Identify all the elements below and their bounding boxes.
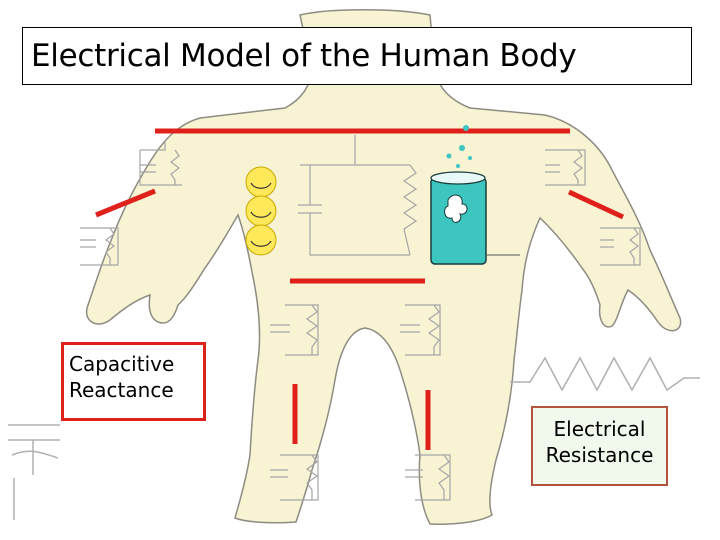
smiley-faces — [245, 166, 277, 256]
resistance-label-line-2: Resistance — [545, 443, 654, 467]
water-glass-icon — [430, 125, 520, 265]
resistance-label-line-1: Electrical — [553, 417, 646, 441]
zigzag-resistor-icon — [510, 356, 700, 392]
title-box: Electrical Model of the Human Body — [22, 27, 692, 85]
electrical-resistance-label: Electrical Resistance — [531, 406, 668, 486]
red-resistance-bars — [95, 128, 625, 450]
circuit-schematic — [80, 135, 641, 501]
smiley-face-icon — [245, 166, 277, 198]
smiley-face-icon — [245, 195, 277, 227]
page-title: Electrical Model of the Human Body — [31, 38, 577, 74]
smiley-face-icon — [245, 224, 277, 256]
capacitive-label-line-1: Capacitive — [69, 352, 175, 376]
capacitor-symbol-icon — [8, 424, 60, 520]
human-body-outline — [85, 9, 682, 525]
capacitive-reactance-label: Capacitive Reactance — [61, 342, 206, 421]
capacitive-label-line-2: Reactance — [69, 378, 174, 402]
